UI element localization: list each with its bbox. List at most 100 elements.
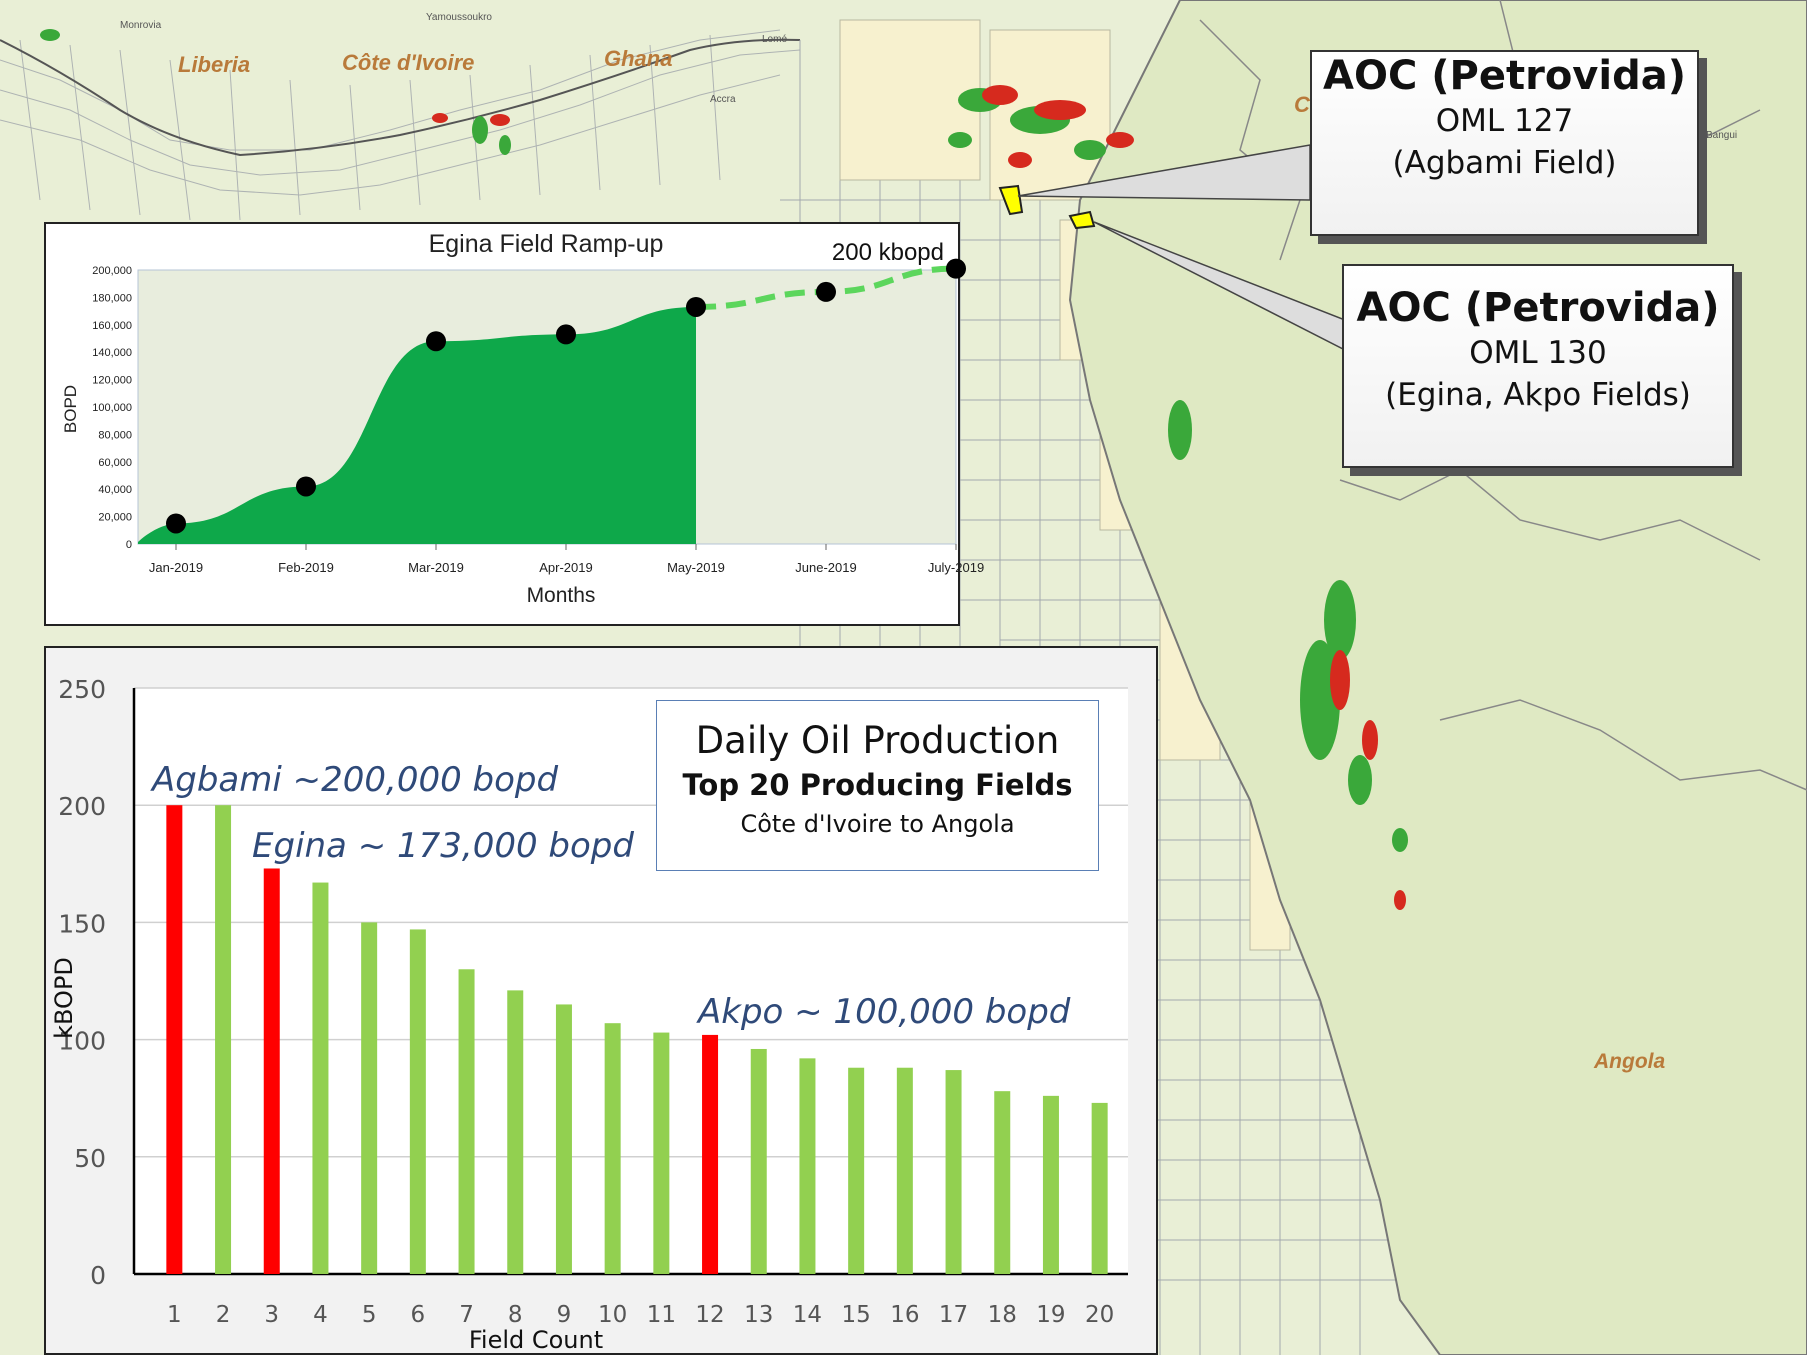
bar-field-9 bbox=[555, 1004, 572, 1274]
bar-field-6 bbox=[409, 929, 426, 1274]
bar-field-20 bbox=[1091, 1102, 1108, 1274]
y-tick-label: 20,000 bbox=[98, 512, 132, 524]
series-area-actual bbox=[138, 306, 696, 544]
x-tick-label: 2 bbox=[216, 1302, 231, 1328]
callout-oml-127: AOC (Petrovida) OML 127 (Agbami Field) bbox=[1310, 50, 1699, 236]
chart-subtitle: Top 20 Producing Fields bbox=[682, 768, 1073, 802]
y-tick-label: 0 bbox=[90, 1261, 106, 1290]
x-tick-label: 17 bbox=[939, 1302, 968, 1328]
x-tick-label: 6 bbox=[411, 1302, 426, 1328]
bar-field-18 bbox=[994, 1091, 1011, 1274]
bar-field-7 bbox=[458, 969, 475, 1274]
bar-field-3 bbox=[263, 868, 280, 1274]
callout-oml-130: AOC (Petrovida) OML 130 (Egina, Akpo Fie… bbox=[1342, 264, 1734, 468]
bar-field-19 bbox=[1042, 1095, 1059, 1274]
data-point bbox=[426, 331, 446, 352]
city-label-accra: Accra bbox=[710, 94, 736, 105]
x-tick-label: 18 bbox=[988, 1302, 1017, 1328]
city-label-monrovia: Monrovia bbox=[120, 20, 162, 31]
data-point bbox=[686, 296, 706, 317]
x-tick-label: 19 bbox=[1036, 1302, 1065, 1328]
egina-rampup-plot: Egina Field Ramp-up020,00040,00060,00080… bbox=[61, 230, 984, 607]
bar-field-2 bbox=[215, 805, 232, 1274]
bar-field-8 bbox=[507, 990, 524, 1274]
bar-field-5 bbox=[361, 922, 378, 1274]
y-tick-label: 200,000 bbox=[92, 265, 132, 277]
city-label-lome: Lomé bbox=[762, 34, 788, 45]
country-label-cote-divoire: Côte d'Ivoire bbox=[342, 50, 475, 75]
callout-line: (Agbami Field) bbox=[1392, 145, 1617, 181]
x-tick-label: Apr-2019 bbox=[539, 560, 592, 575]
chart-title-box: Daily Oil Production Top 20 Producing Fi… bbox=[656, 700, 1099, 871]
x-tick-label: 16 bbox=[890, 1302, 919, 1328]
x-tick-label: 8 bbox=[508, 1302, 523, 1328]
callout-title: AOC (Petrovida) bbox=[1356, 285, 1720, 331]
x-tick-label: June-2019 bbox=[795, 560, 856, 575]
x-tick-label: 7 bbox=[459, 1302, 474, 1328]
x-tick-label: 10 bbox=[598, 1302, 627, 1328]
data-point bbox=[816, 281, 836, 302]
y-tick-label: 200 bbox=[58, 792, 106, 821]
y-tick-label: 150 bbox=[58, 909, 106, 938]
country-label-liberia: Liberia bbox=[178, 52, 251, 77]
callout-line: OML 127 bbox=[1435, 103, 1574, 139]
bar-field-15 bbox=[848, 1067, 865, 1274]
x-tick-label: 3 bbox=[264, 1302, 279, 1328]
bar-field-10 bbox=[604, 1023, 621, 1274]
x-tick-label: Mar-2019 bbox=[408, 560, 464, 575]
city-label-bangui: Bangui bbox=[1706, 130, 1738, 141]
x-tick-label: 15 bbox=[842, 1302, 871, 1328]
y-tick-label: 0 bbox=[126, 539, 132, 551]
x-tick-label: 1 bbox=[167, 1302, 182, 1328]
country-label-ghana: Ghana bbox=[604, 46, 673, 71]
y-tick-label: 40,000 bbox=[98, 484, 132, 496]
callout-line: OML 130 bbox=[1469, 335, 1607, 371]
x-tick-label: 5 bbox=[362, 1302, 377, 1328]
x-tick-label: 11 bbox=[647, 1302, 676, 1328]
x-tick-label: 13 bbox=[744, 1302, 773, 1328]
bar-field-1 bbox=[166, 805, 183, 1274]
y-tick-label: 120,000 bbox=[92, 375, 132, 387]
data-point bbox=[556, 324, 576, 345]
y-tick-label: 60,000 bbox=[98, 457, 132, 469]
bar-field-14 bbox=[799, 1058, 816, 1274]
y-tick-label: 180,000 bbox=[92, 292, 132, 304]
annotation-akpo: Akpo ~ 100,000 bopd bbox=[698, 992, 1071, 1032]
annotation-200-kbopd: 200 kbopd bbox=[832, 239, 944, 266]
x-tick-label: 9 bbox=[557, 1302, 572, 1328]
country-label-partial: C bbox=[1294, 92, 1310, 117]
y-tick-label: 100,000 bbox=[92, 402, 132, 414]
x-axis-label: Field Count bbox=[469, 1326, 603, 1354]
data-point bbox=[166, 513, 186, 534]
y-tick-label: 140,000 bbox=[92, 347, 132, 359]
x-tick-label: July-2019 bbox=[928, 560, 984, 575]
x-tick-label: 14 bbox=[793, 1302, 822, 1328]
country-label-angola: Angola bbox=[1594, 1050, 1666, 1073]
city-label-yamoussoukro: Yamoussoukro bbox=[426, 12, 492, 23]
chart-title: Egina Field Ramp-up bbox=[429, 230, 664, 258]
y-axis-label: BOPD bbox=[61, 385, 80, 433]
chart-note: Côte d'Ivoire to Angola bbox=[740, 810, 1015, 838]
bar-field-4 bbox=[312, 882, 329, 1274]
x-tick-label: 12 bbox=[695, 1302, 724, 1328]
data-point bbox=[946, 258, 966, 279]
x-tick-label: 4 bbox=[313, 1302, 328, 1328]
callout-line: (Egina, Akpo Fields) bbox=[1385, 377, 1691, 413]
x-tick-label: 20 bbox=[1085, 1302, 1114, 1328]
x-tick-label: Jan-2019 bbox=[149, 560, 203, 575]
bar-field-16 bbox=[896, 1067, 913, 1274]
y-tick-label: 50 bbox=[74, 1144, 106, 1173]
y-tick-label: 160,000 bbox=[92, 320, 132, 332]
y-tick-label: 250 bbox=[58, 675, 106, 704]
annotation-agbami: Agbami ~200,000 bopd bbox=[152, 760, 559, 800]
callout-title: AOC (Petrovida) bbox=[1323, 53, 1686, 99]
bar-field-17 bbox=[945, 1070, 962, 1274]
x-tick-label: May-2019 bbox=[667, 560, 725, 575]
chart-title: Daily Oil Production bbox=[695, 719, 1060, 762]
y-axis-label: kBOPD bbox=[50, 957, 78, 1039]
bar-field-13 bbox=[750, 1048, 767, 1274]
bar-field-11 bbox=[653, 1032, 670, 1274]
